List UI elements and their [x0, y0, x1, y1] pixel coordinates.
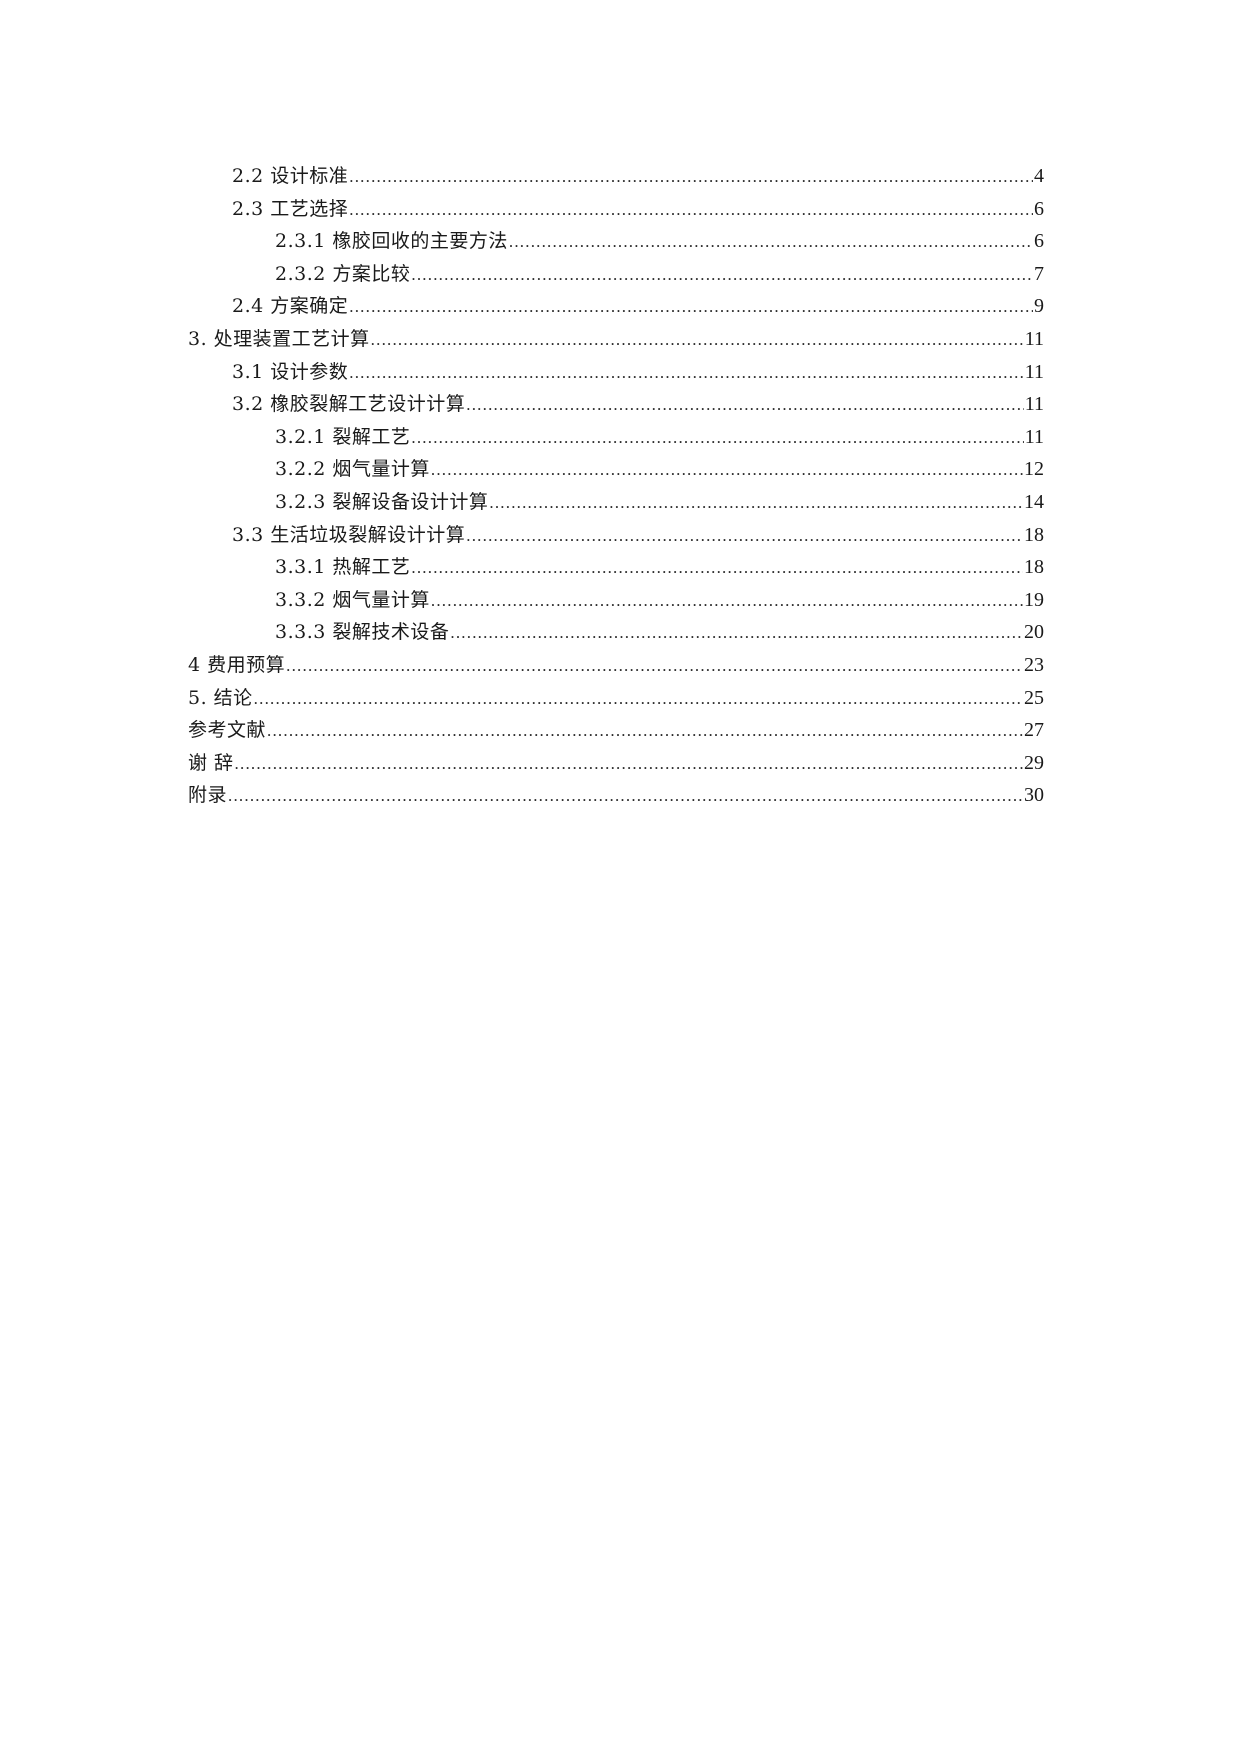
toc-entry-title: 2.4 方案确定 [232, 295, 349, 318]
toc-entry[interactable]: 2.3 工艺选择 6 [188, 193, 1044, 226]
toc-entry-title: 4 费用预算 [188, 653, 286, 676]
toc-entry[interactable]: 3.2.3 裂解设备设计计算 14 [188, 486, 1044, 519]
toc-entry[interactable]: 4 费用预算 23 [188, 649, 1044, 682]
toc-entry-title: 3.3.3 裂解技术设备 [275, 621, 450, 644]
toc-entry[interactable]: 参考文献 27 [188, 714, 1044, 747]
toc-page-number: 30 [1024, 784, 1044, 807]
toc-entry[interactable]: 3.2.1 裂解工艺 11 [188, 421, 1044, 454]
toc-page-number: 11 [1024, 360, 1044, 383]
toc-entry[interactable]: 3.2.2 烟气量计算 12 [188, 453, 1044, 486]
toc-dot-leader [411, 552, 1023, 585]
toc-entry-title: 3.2.3 裂解设备设计计算 [275, 490, 489, 513]
toc-entry-title: 3.2.2 烟气量计算 [275, 458, 430, 481]
toc-dot-leader [235, 748, 1023, 781]
toc-dot-leader [466, 520, 1023, 553]
toc-entry[interactable]: 3.3 生活垃圾裂解设计计算 18 [188, 519, 1044, 552]
toc-entry-title: 附录 [188, 784, 228, 807]
toc-page-number: 11 [1024, 425, 1044, 448]
toc-page-number: 12 [1024, 458, 1044, 481]
toc-dot-leader [509, 226, 1033, 259]
toc-dot-leader [450, 617, 1023, 650]
toc-dot-leader [371, 324, 1024, 357]
toc-page-number: 19 [1024, 588, 1044, 611]
toc-entry[interactable]: 2.3.2 方案比较 7 [188, 258, 1044, 291]
toc-entry-title: 2.3 工艺选择 [232, 197, 349, 220]
toc-entry[interactable]: 2.4 方案确定 9 [188, 290, 1044, 323]
toc-dot-leader [411, 422, 1023, 455]
toc-entry-title: 5. 结论 [188, 686, 253, 709]
table-of-contents: 2.2 设计标准 4 2.3 工艺选择 6 2.3.1 橡胶回收的主要方法 6 … [188, 160, 1044, 812]
toc-page-number: 11 [1024, 393, 1044, 416]
toc-dot-leader [349, 357, 1023, 390]
toc-entry-title: 2.3.1 橡胶回收的主要方法 [275, 230, 508, 253]
toc-entry-title: 3.3.1 热解工艺 [275, 556, 411, 579]
toc-entry[interactable]: 附录 30 [188, 779, 1044, 812]
toc-page-number: 29 [1024, 751, 1044, 774]
toc-dot-leader [489, 487, 1023, 520]
toc-dot-leader [228, 780, 1023, 813]
toc-dot-leader [431, 585, 1023, 618]
toc-page-number: 7 [1034, 262, 1044, 285]
toc-entry-title: 参考文献 [188, 719, 267, 742]
toc-entry[interactable]: 3.2 橡胶裂解工艺设计计算 11 [188, 388, 1044, 421]
toc-page-number: 20 [1024, 621, 1044, 644]
toc-page-number: 25 [1024, 686, 1044, 709]
toc-page-number: 18 [1024, 523, 1044, 546]
toc-page-number: 14 [1024, 490, 1044, 513]
toc-entry-title: 3.2.1 裂解工艺 [275, 425, 411, 448]
toc-page-number: 18 [1024, 556, 1044, 579]
toc-dot-leader [349, 161, 1033, 194]
toc-dot-leader [267, 715, 1023, 748]
toc-page-number: 9 [1034, 295, 1044, 318]
toc-entry[interactable]: 3.3.2 烟气量计算 19 [188, 584, 1044, 617]
toc-dot-leader [286, 650, 1023, 683]
toc-entry[interactable]: 谢 辞 29 [188, 747, 1044, 780]
toc-page-number: 6 [1034, 230, 1044, 253]
toc-dot-leader [254, 683, 1023, 716]
toc-entry[interactable]: 2.3.1 橡胶回收的主要方法 6 [188, 225, 1044, 258]
toc-entry-title: 2.3.2 方案比较 [275, 262, 411, 285]
toc-entry[interactable]: 3.1 设计参数 11 [188, 356, 1044, 389]
toc-entry-title: 3.3 生活垃圾裂解设计计算 [232, 523, 466, 546]
toc-dot-leader [349, 291, 1033, 324]
toc-page-number: 6 [1034, 197, 1044, 220]
toc-page-number: 4 [1034, 165, 1044, 187]
toc-entry-title: 谢 辞 [188, 751, 234, 774]
toc-page-number: 23 [1024, 653, 1044, 676]
toc-entry[interactable]: 2.2 设计标准 4 [188, 160, 1044, 193]
toc-entry-title: 3.2 橡胶裂解工艺设计计算 [232, 393, 466, 416]
toc-dot-leader [431, 454, 1023, 487]
toc-dot-leader [466, 389, 1023, 422]
toc-dot-leader [349, 194, 1033, 227]
toc-entry[interactable]: 3. 处理装置工艺计算 11 [188, 323, 1044, 356]
toc-entry[interactable]: 3.3.3 裂解技术设备 20 [188, 616, 1044, 649]
toc-entry-title: 3. 处理装置工艺计算 [188, 327, 370, 350]
toc-dot-leader [411, 259, 1033, 292]
toc-entry[interactable]: 5. 结论 25 [188, 682, 1044, 715]
toc-entry-title: 2.2 设计标准 [232, 165, 349, 187]
toc-page-number: 11 [1024, 327, 1044, 350]
toc-entry[interactable]: 3.3.1 热解工艺 18 [188, 551, 1044, 584]
toc-entry-title: 3.3.2 烟气量计算 [275, 588, 430, 611]
toc-entry-title: 3.1 设计参数 [232, 360, 349, 383]
toc-page-number: 27 [1024, 719, 1044, 742]
